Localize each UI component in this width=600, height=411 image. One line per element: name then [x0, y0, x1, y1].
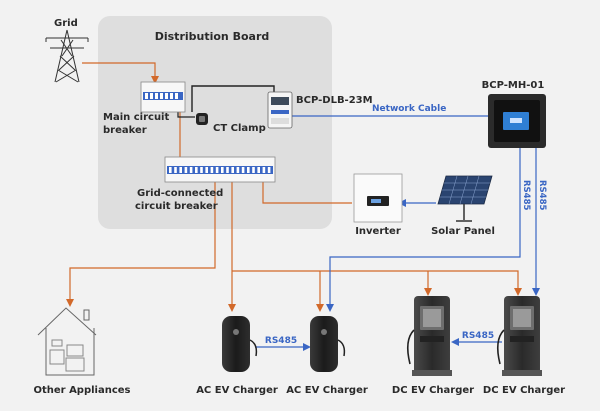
meter-label: BCP-DLB-23M	[296, 95, 373, 106]
rs485-label-b: RS485	[537, 180, 547, 210]
rs485-label-a: RS485	[521, 180, 531, 210]
rs485-ac-label: RS485	[265, 336, 297, 346]
breaker-slot	[174, 167, 177, 173]
breaker-slot	[231, 167, 234, 173]
controller-icon	[488, 94, 546, 148]
other-appliances-label: Other Appliances	[33, 385, 130, 396]
rs485-dc-label: RS485	[462, 331, 494, 341]
network-cable-label: Network Cable	[372, 104, 446, 114]
solar-panel-label: Solar Panel	[431, 226, 495, 237]
breaker-slot	[236, 167, 240, 173]
ac-charger-2-icon	[310, 316, 346, 372]
solar-panel-icon	[437, 175, 493, 222]
ct-clamp-icon	[196, 113, 208, 125]
dc-charger-2-label: DC EV Charger	[483, 385, 565, 396]
breaker-slot	[241, 167, 245, 173]
ac-charger-1-label: AC EV Charger	[196, 385, 278, 396]
main-breaker-label-1: Main circuit	[103, 112, 169, 123]
dc-charger-2-icon	[496, 296, 542, 376]
breaker-slot	[200, 167, 203, 173]
breaker-slot	[215, 167, 219, 173]
breaker-slot	[221, 167, 224, 173]
meter-icon	[267, 91, 293, 129]
breaker-slot	[257, 167, 260, 173]
breaker-slot	[184, 167, 188, 173]
breaker-slot	[205, 167, 208, 173]
grid-breaker-label-1: Grid-connected	[137, 188, 223, 199]
grid-breaker-icon	[164, 156, 276, 183]
dc-charger-1-icon	[406, 296, 452, 376]
breaker-slot	[169, 167, 172, 173]
breaker-slot	[195, 167, 198, 173]
main-breaker-label-2: breaker	[103, 125, 147, 136]
house-icon	[37, 307, 97, 376]
grid-breaker-label-2: circuit breaker	[135, 201, 218, 212]
breaker-slot	[252, 167, 255, 173]
data-lines	[255, 115, 540, 351]
grid-tower-icon	[45, 29, 89, 83]
grid-label: Grid	[54, 18, 78, 29]
breaker-slot	[179, 167, 182, 173]
main-breaker-icon	[140, 81, 186, 113]
inverter-icon	[353, 173, 403, 223]
breaker-slot	[226, 167, 229, 173]
power-lines	[66, 62, 522, 312]
distribution-board-title: Distribution Board	[155, 30, 270, 43]
ac-charger-1-icon	[222, 316, 258, 372]
inverter-label: Inverter	[355, 226, 401, 237]
breaker-slot	[247, 167, 250, 173]
dc-charger-1-label: DC EV Charger	[392, 385, 474, 396]
ac-charger-2-label: AC EV Charger	[286, 385, 368, 396]
breaker-slot	[189, 167, 193, 173]
breaker-slot	[210, 167, 214, 173]
controller-label: BCP-MH-01	[482, 80, 545, 91]
breaker-slot	[267, 167, 271, 173]
ct-wire	[191, 85, 275, 112]
ct-clamp-label: CT Clamp	[213, 123, 266, 134]
breaker-slot	[262, 167, 266, 173]
